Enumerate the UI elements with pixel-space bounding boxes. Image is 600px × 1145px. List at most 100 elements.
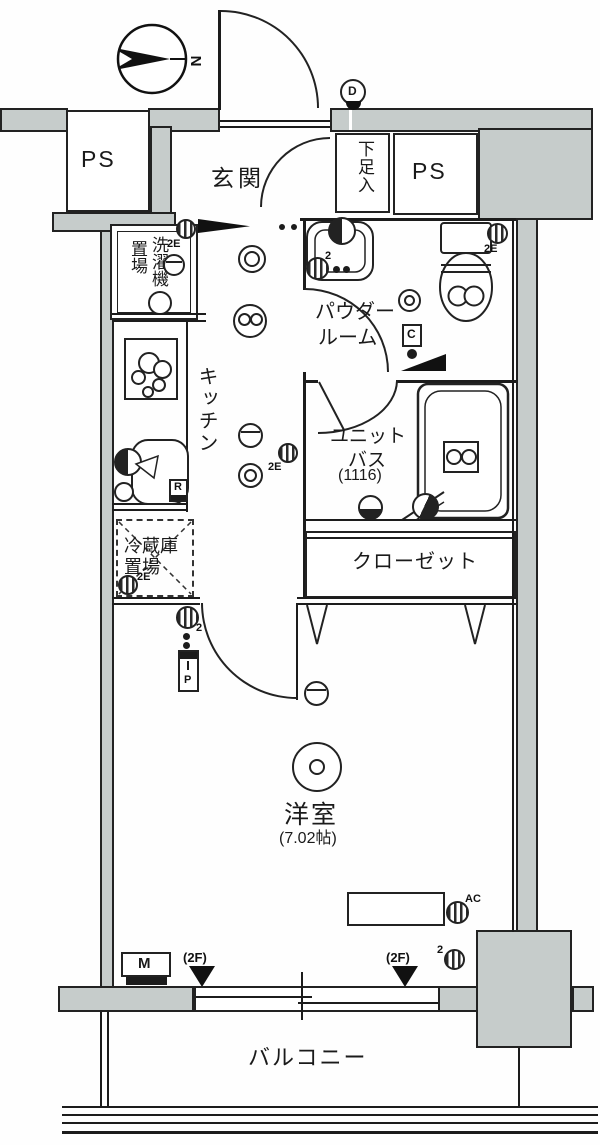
fridge-label2: 置場 bbox=[124, 557, 160, 577]
outlet-2e-hall-icon bbox=[278, 443, 298, 463]
entry-dot1 bbox=[183, 633, 190, 640]
sliding-door-center-tick bbox=[301, 972, 303, 1020]
powder-label2: ルーム bbox=[318, 327, 378, 349]
bedroom-top-wall-b2 bbox=[297, 603, 516, 605]
closet-door-mark2 bbox=[464, 604, 486, 645]
outlet-2-low-label: 2 bbox=[437, 944, 444, 956]
wall-top-left bbox=[0, 108, 68, 132]
meter-box bbox=[121, 952, 171, 977]
wall-ps-side bbox=[150, 126, 172, 226]
bath-label1: ユニット bbox=[330, 426, 407, 447]
wall-joint bbox=[349, 110, 352, 130]
meter-bar bbox=[126, 977, 167, 985]
compass-n: N bbox=[187, 56, 204, 67]
outlet-2-low-icon bbox=[444, 949, 465, 970]
meter-label: M bbox=[138, 955, 151, 972]
floor-2f-label1: (2F) bbox=[183, 950, 207, 965]
laundry-label-right: 洗濯機 bbox=[149, 236, 168, 287]
range-hood-bar bbox=[171, 495, 186, 500]
balcony-rail2 bbox=[62, 1114, 598, 1116]
wall-right-strip bbox=[516, 218, 538, 932]
shoe-cabinet-label: 下足入 bbox=[355, 140, 374, 194]
laundry-faucet-icon bbox=[163, 254, 185, 276]
closet-box bbox=[305, 531, 516, 598]
stove-burner2 bbox=[153, 360, 172, 379]
outlet-2e-toilet-label: 2E bbox=[484, 243, 498, 255]
doorbell-icon bbox=[340, 79, 366, 105]
balcony-right-line bbox=[518, 1048, 520, 1108]
ac-unit-box bbox=[347, 892, 445, 926]
ps-right-box bbox=[393, 133, 478, 215]
pillar-right-arm bbox=[572, 986, 594, 1012]
outlet-2e-fridge-label: 2E bbox=[137, 571, 151, 583]
counter-divider2 bbox=[112, 320, 206, 322]
doorbell-base bbox=[346, 101, 361, 110]
washroom-top-wall bbox=[300, 218, 516, 221]
stove-burner5 bbox=[142, 386, 154, 398]
outlet-ac-label: AC bbox=[465, 893, 481, 905]
sliding-door-panel-left bbox=[196, 996, 312, 998]
ps-right-label: PS bbox=[412, 158, 447, 184]
bath-size-label: (1116) bbox=[338, 467, 382, 484]
powder-label1: パウダー bbox=[315, 301, 395, 323]
balcony-rail1 bbox=[62, 1106, 598, 1108]
doorbell-label: D bbox=[348, 84, 357, 98]
bedroom-top-wall-a2 bbox=[112, 603, 200, 605]
bedroom-size-label: (7.02帖) bbox=[279, 830, 337, 847]
balcony-left-line1 bbox=[100, 1012, 102, 1108]
bedroom-door-arc bbox=[201, 603, 297, 699]
stove-burner4 bbox=[152, 378, 166, 392]
wall-bottom-left bbox=[58, 986, 194, 1012]
bath-valve-icon bbox=[412, 493, 439, 520]
outlet-2-entry-icon bbox=[176, 606, 199, 629]
bedroom-light-outer bbox=[292, 742, 342, 792]
laundry-label-left: 置場 bbox=[128, 240, 147, 274]
c-box-label: C bbox=[407, 327, 416, 341]
laundry-drain-icon bbox=[148, 291, 172, 315]
shoe-cabinet-box bbox=[335, 133, 390, 213]
entry-door-panel bbox=[218, 10, 221, 110]
bath-top-wall-left bbox=[303, 380, 318, 383]
bedroom-door-panel bbox=[296, 603, 298, 700]
bathtub-icon bbox=[416, 382, 510, 520]
balcony-left-line2 bbox=[107, 1012, 109, 1108]
genkan-label: 玄関 bbox=[211, 165, 265, 191]
bedroom-top-wall-a1 bbox=[112, 597, 200, 599]
ps-left-box bbox=[66, 110, 150, 212]
balcony-rail3 bbox=[62, 1122, 598, 1124]
bedroom-label: 洋室 bbox=[284, 801, 339, 829]
outlet-ac-icon bbox=[446, 901, 469, 924]
bedroom-light-inner bbox=[309, 759, 325, 775]
bath-top-wall-right bbox=[396, 380, 516, 383]
closet-door-mark1 bbox=[306, 604, 328, 645]
sliding-door-frame bbox=[194, 986, 440, 1012]
hall-dome-light-icon bbox=[238, 423, 263, 448]
bath-drain-icon bbox=[358, 495, 383, 520]
outlet-2e-laundry-label: 2E bbox=[167, 238, 181, 250]
wall-bottom-connector bbox=[438, 986, 478, 1012]
fridge-dashed-box bbox=[116, 519, 194, 597]
entry-dot2 bbox=[183, 642, 190, 649]
balcony-label: バルコニー bbox=[248, 1045, 368, 1070]
bath-bottom-wall bbox=[303, 519, 516, 521]
outlet-2e-hall-label: 2E bbox=[268, 461, 282, 473]
counter-bottom2 bbox=[112, 509, 188, 511]
panel-box-tick bbox=[187, 661, 189, 670]
outlet-2-entry-label: 2 bbox=[196, 622, 203, 634]
genkan-inner-door-arc bbox=[260, 137, 330, 207]
closet-label: クローゼット bbox=[352, 551, 478, 573]
door-stop-dot2 bbox=[291, 224, 297, 230]
kitchen-sink-icon bbox=[114, 439, 189, 505]
entry-threshold-line2 bbox=[220, 126, 330, 128]
c-box-dot bbox=[407, 349, 417, 359]
powder-light-inner bbox=[404, 295, 415, 306]
vanity-dot2 bbox=[343, 266, 350, 273]
wall-corner-top-right bbox=[478, 128, 593, 220]
entry-threshold-line1 bbox=[220, 120, 330, 122]
c-box bbox=[402, 324, 422, 347]
hall-light2-inner bbox=[244, 469, 257, 482]
outlet-2-vanity-icon bbox=[306, 257, 329, 280]
stove-burner3 bbox=[131, 370, 146, 385]
powder-left-wall-upper bbox=[303, 218, 306, 290]
wall-left-strip bbox=[100, 230, 114, 990]
